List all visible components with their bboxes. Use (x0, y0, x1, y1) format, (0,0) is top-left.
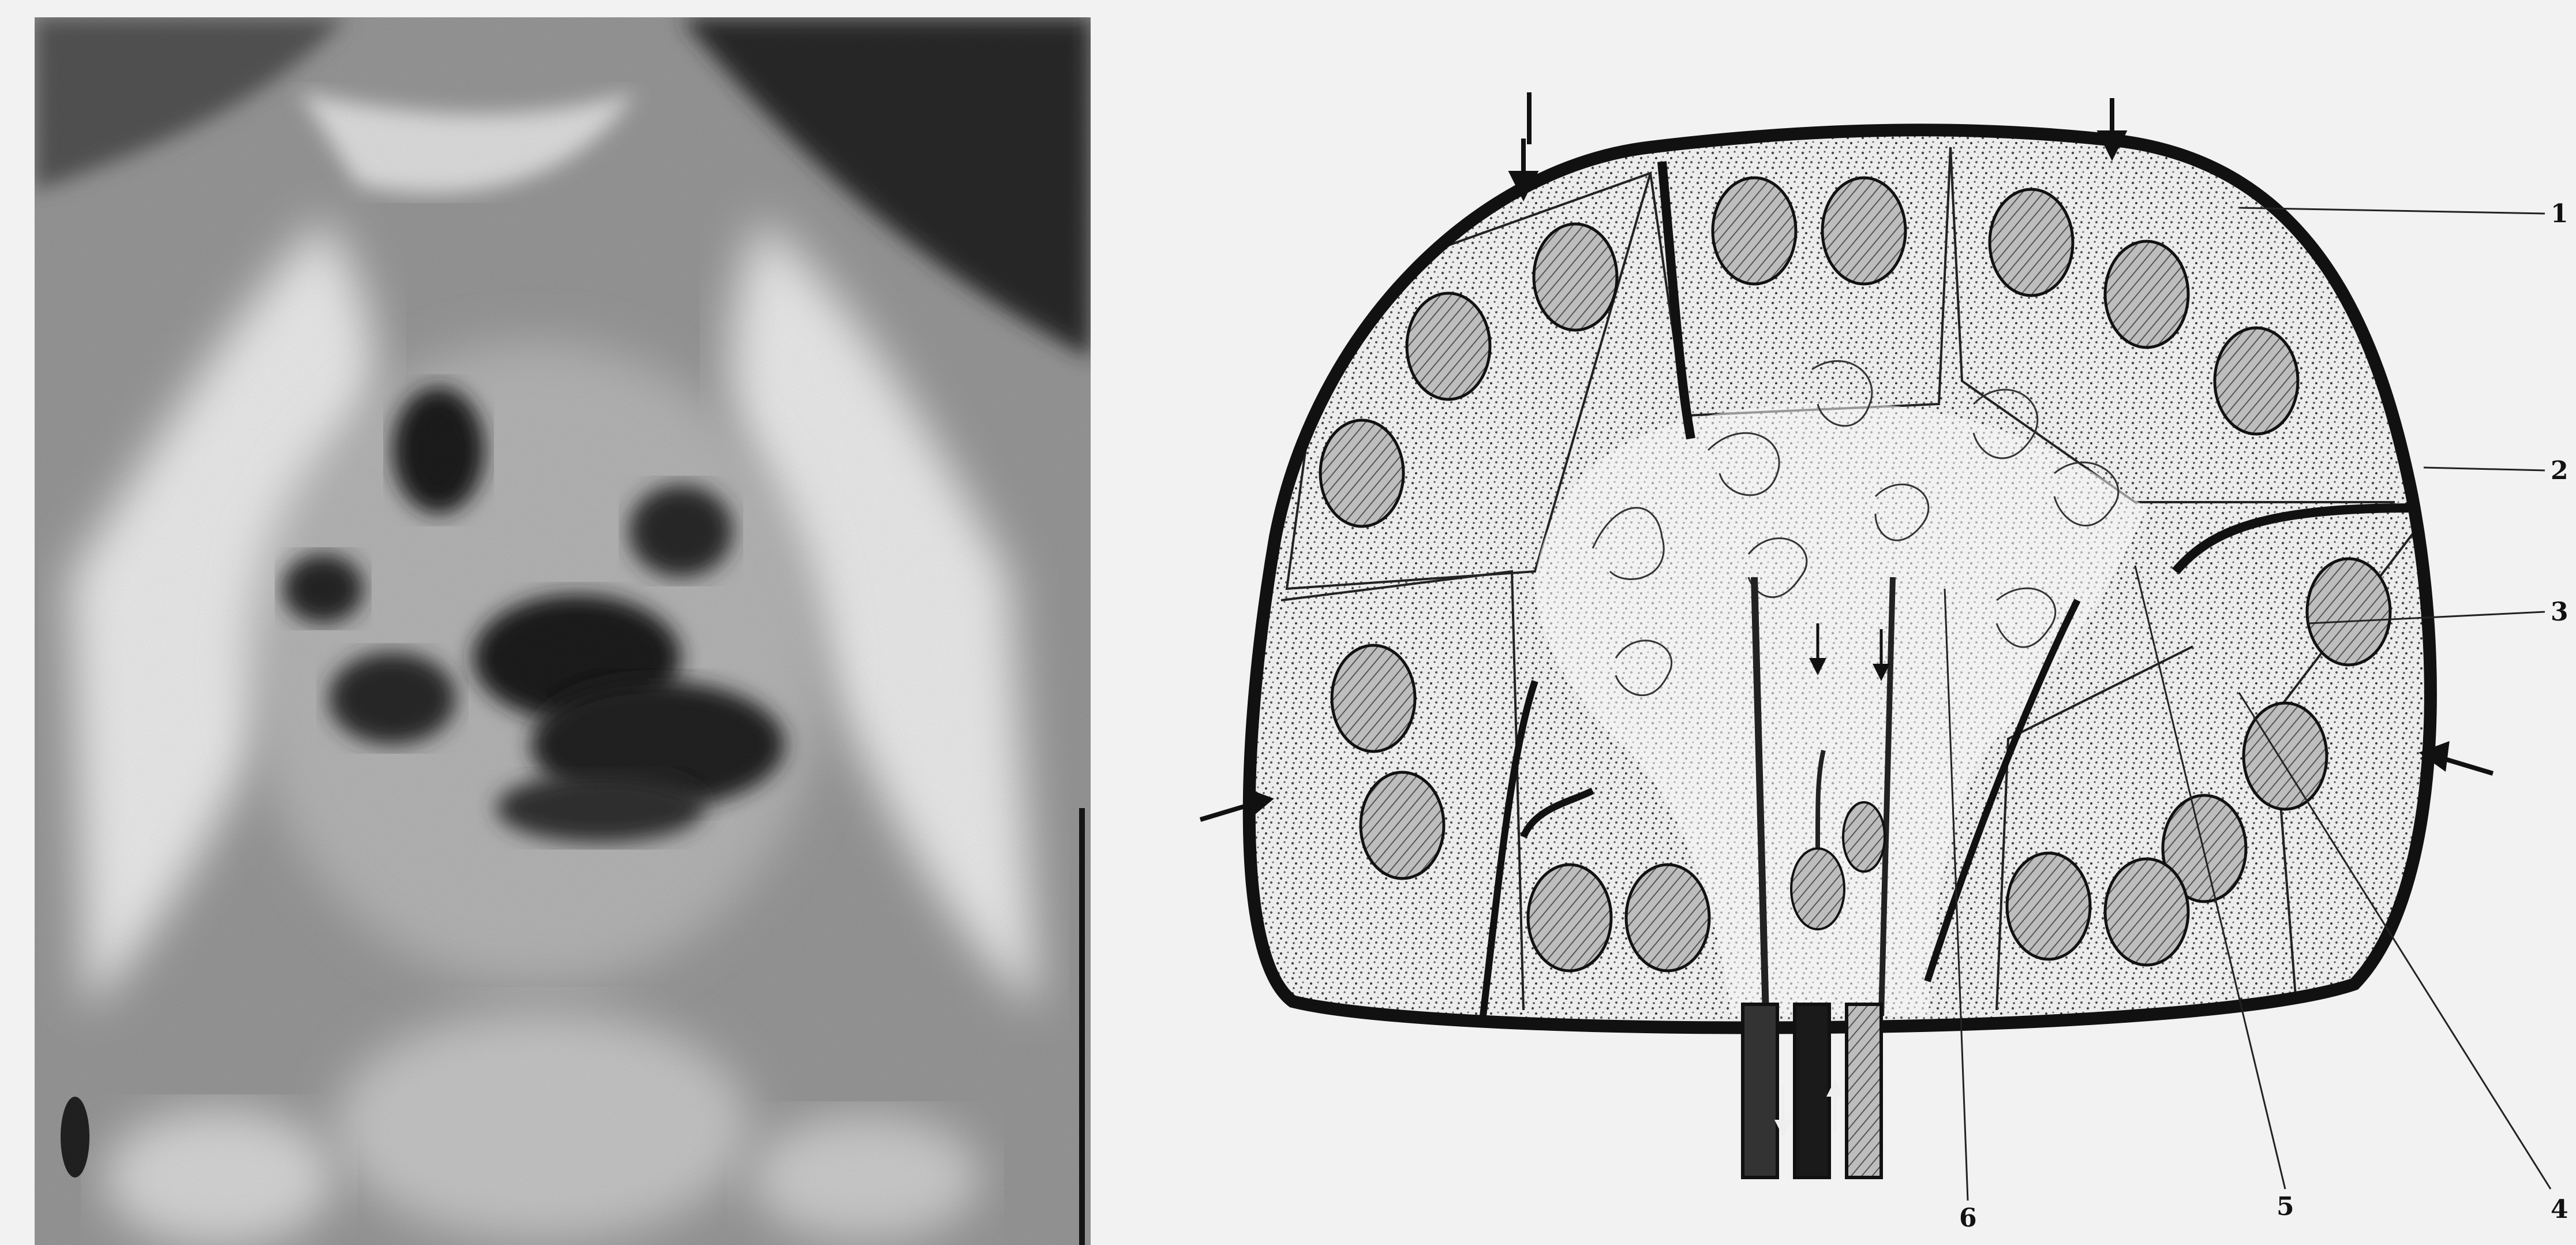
photo-panel (35, 17, 1091, 1245)
callout-label-3: 3 (2551, 597, 2568, 627)
callout-label-4: 4 (2551, 1195, 2568, 1224)
diagram-panel: 1 2 3 4 5 6 (1200, 92, 2568, 1233)
callout-label-6: 6 (1959, 1203, 1977, 1233)
callout-label-2: 2 (2551, 456, 2568, 485)
hilum-vessels (1743, 1004, 1881, 1177)
leader-line-2 (2424, 468, 2545, 470)
callout-label-1: 1 (2551, 199, 2568, 229)
callout-label-5: 5 (2277, 1192, 2294, 1221)
